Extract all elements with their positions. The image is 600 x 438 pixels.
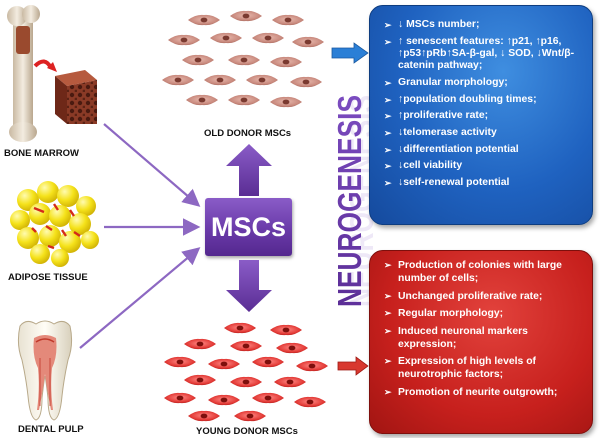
arrow-bullet-icon: ➢ xyxy=(384,356,392,367)
arrow-bullet-icon: ➢ xyxy=(384,20,392,30)
arrow-bullet-icon: ➢ xyxy=(384,111,392,122)
arrow-bullet-icon: ➢ xyxy=(384,260,392,270)
adipose-tissue-illustration xyxy=(10,181,99,267)
list-item: ➢↓cell viability xyxy=(384,160,463,172)
old-donor-cells xyxy=(162,10,324,108)
arrow-bullet-icon: ➢ xyxy=(384,128,392,139)
list-item: ➢↓differentiation potential xyxy=(384,143,519,155)
list-item: ➢↑ senescent features: ↑p21, ↑p16, ↑p53↑… xyxy=(384,35,575,72)
arrow-bullet-icon: ➢ xyxy=(384,77,392,88)
list-item: ➢↓self-renewal potential xyxy=(384,177,510,189)
list-item: ➢Production of colonies with large numbe… xyxy=(384,260,562,284)
list-item: ➢Induced neuronal markers expression; xyxy=(384,325,528,350)
arrow-bullet-icon: ➢ xyxy=(384,290,392,301)
list-item: ➢↓ MSCs number; xyxy=(384,19,480,30)
young-donor-cells xyxy=(164,322,328,422)
arrow-mscs-to-old xyxy=(226,144,272,196)
list-item: ➢Granular morphology; xyxy=(384,76,508,88)
young-donor-features-panel: ➢Production of colonies with large numbe… xyxy=(369,250,593,434)
list-item: ➢Promotion of neurite outgrowth; xyxy=(384,386,558,398)
list-item: ➢Unchanged proliferative rate; xyxy=(384,290,543,302)
old-donor-label: OLD DONOR MSCs xyxy=(204,128,292,139)
list-item: ➢Expression of high levels of neurotroph… xyxy=(384,356,536,381)
source-label-adipose-tissue: ADIPOSE TISSUE xyxy=(8,272,88,283)
arrow-bullet-icon: ➢ xyxy=(384,161,392,172)
list-item: ➢↓telomerase activity xyxy=(384,127,497,139)
young-donor-label: YOUNG DONOR MSCs xyxy=(196,426,298,437)
mscs-label: MSCs xyxy=(210,211,286,242)
list-item: ➢Regular morphology; xyxy=(384,308,504,320)
arrow-mscs-to-young xyxy=(226,260,272,312)
svg-text:NEUROGENESIS: NEUROGENESIS xyxy=(331,96,368,307)
mscs-box: MSCs xyxy=(205,198,292,256)
arrow-young-to-panel xyxy=(337,356,369,376)
source-label-bone-marrow: BONE MARROW xyxy=(4,148,79,159)
arrow-bullet-icon: ➢ xyxy=(384,144,392,155)
arrow-bullet-icon: ➢ xyxy=(384,386,392,397)
dental-pulp-illustration xyxy=(17,320,73,421)
old-donor-features-list: ➢↓ MSCs number; ➢↑ senescent features: ↑… xyxy=(380,19,586,194)
old-donor-features-panel: ➢↓ MSCs number; ➢↑ senescent features: ↑… xyxy=(369,5,593,225)
list-item: ➢↑population doubling times; xyxy=(384,93,537,105)
bone-marrow-illustration xyxy=(7,5,97,142)
arrow-bullet-icon: ➢ xyxy=(384,36,392,47)
source-label-dental-pulp: DENTAL PULP xyxy=(18,424,84,435)
arrow-bullet-icon: ➢ xyxy=(384,325,392,336)
arrow-bone-to-mscs xyxy=(103,123,201,207)
arrow-old-to-panel xyxy=(331,42,369,64)
arrow-bullet-icon: ➢ xyxy=(384,178,392,189)
arrow-dental-to-mscs xyxy=(79,247,201,349)
young-donor-features-list: ➢Production of colonies with large numbe… xyxy=(380,259,586,404)
list-item: ➢↑proliferative rate; xyxy=(384,110,489,122)
arrow-bullet-icon: ➢ xyxy=(384,94,392,105)
arrow-bullet-icon: ➢ xyxy=(384,308,392,319)
